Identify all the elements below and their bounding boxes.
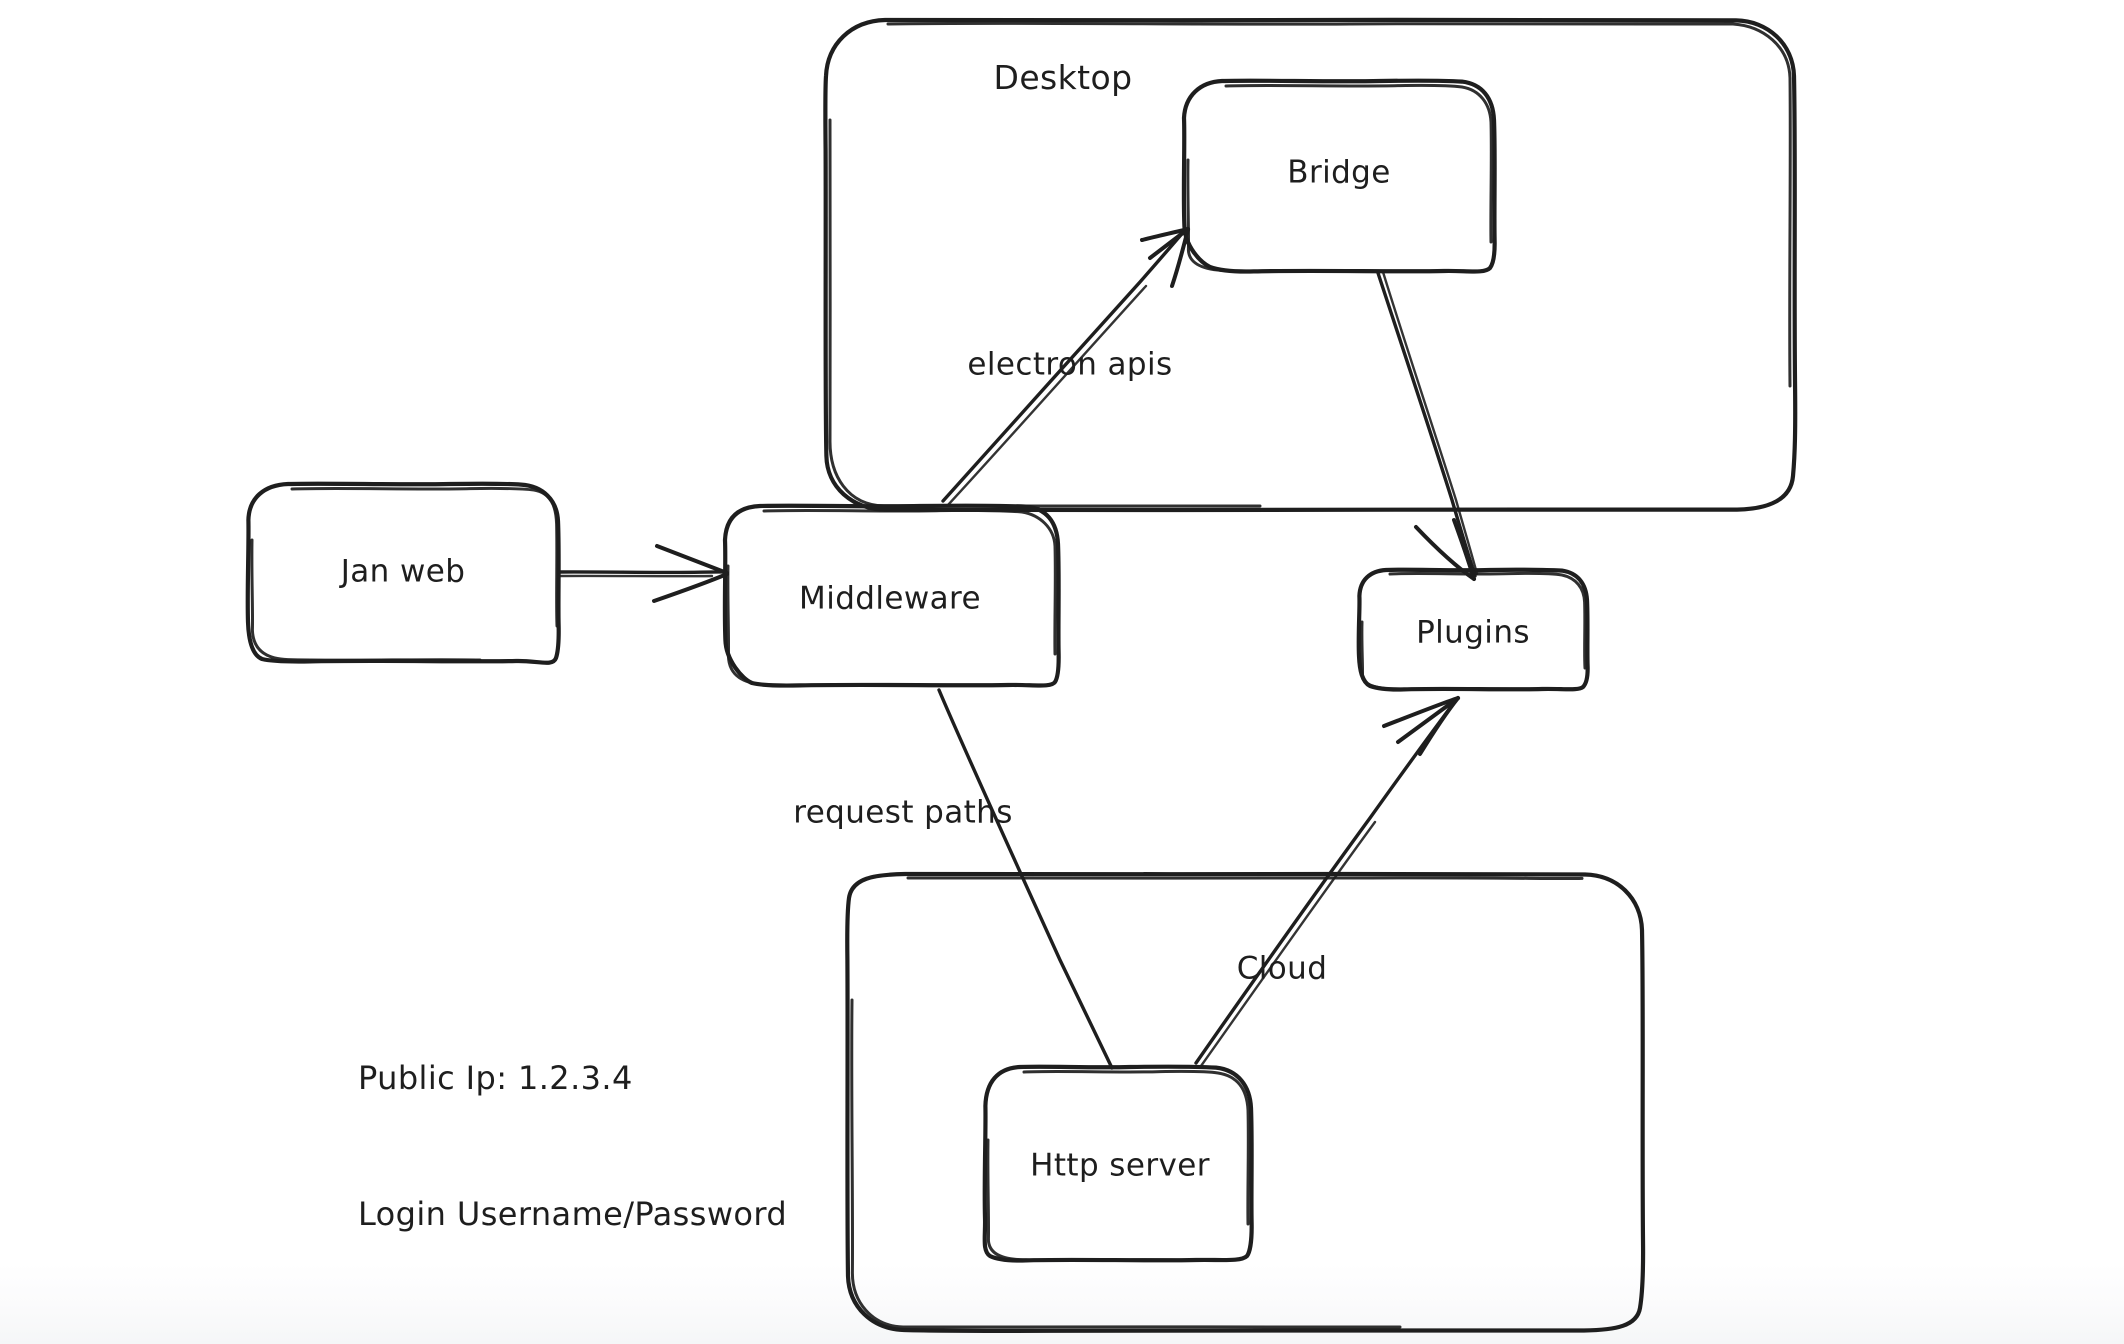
edge-http-server-to-plugins[interactable] <box>1194 696 1460 1068</box>
node-jan-web-outline[interactable] <box>245 481 561 665</box>
node-http-server-outline[interactable] <box>982 1064 1254 1263</box>
note-line-public-ip: Public Ip: 1.2.3.4 <box>358 1058 633 1097</box>
node-label-jan-web: Jan web <box>340 553 466 590</box>
node-label-bridge: Bridge <box>1287 154 1391 191</box>
note-connection-info[interactable]: Public Ip: 1.2.3.4 Login Username/Passwo… <box>358 965 787 1329</box>
edge-label-request-paths: request paths <box>793 794 1013 831</box>
edge-middleware-to-http-server[interactable] <box>937 688 1114 1070</box>
group-label-cloud: Cloud <box>1236 950 1328 987</box>
node-plugins-outline[interactable] <box>1356 567 1590 692</box>
node-middleware-outline[interactable] <box>722 503 1061 688</box>
node-label-plugins: Plugins <box>1416 614 1530 651</box>
node-label-middleware: Middleware <box>799 580 981 617</box>
node-http-server[interactable] <box>985 1067 1252 1261</box>
node-label-http-server: Http server <box>1030 1147 1210 1184</box>
edge-jan-web-to-middleware[interactable] <box>557 544 729 603</box>
note-line-login: Login Username/Password <box>358 1195 788 1234</box>
node-jan-web[interactable] <box>248 484 559 662</box>
node-middleware[interactable] <box>725 506 1059 686</box>
group-cloud-outline[interactable] <box>845 871 1646 1333</box>
edge-middleware-to-bridge[interactable] <box>941 227 1190 507</box>
edge-bridge-to-plugins[interactable] <box>1376 270 1479 581</box>
group-label-desktop: Desktop <box>993 58 1133 98</box>
edge-label-electron-apis: electron apis <box>967 346 1173 383</box>
node-plugins[interactable] <box>1359 570 1588 690</box>
node-bridge[interactable] <box>1184 81 1495 272</box>
node-bridge-outline[interactable] <box>1181 78 1497 274</box>
group-desktop-outline[interactable] <box>823 17 1798 513</box>
